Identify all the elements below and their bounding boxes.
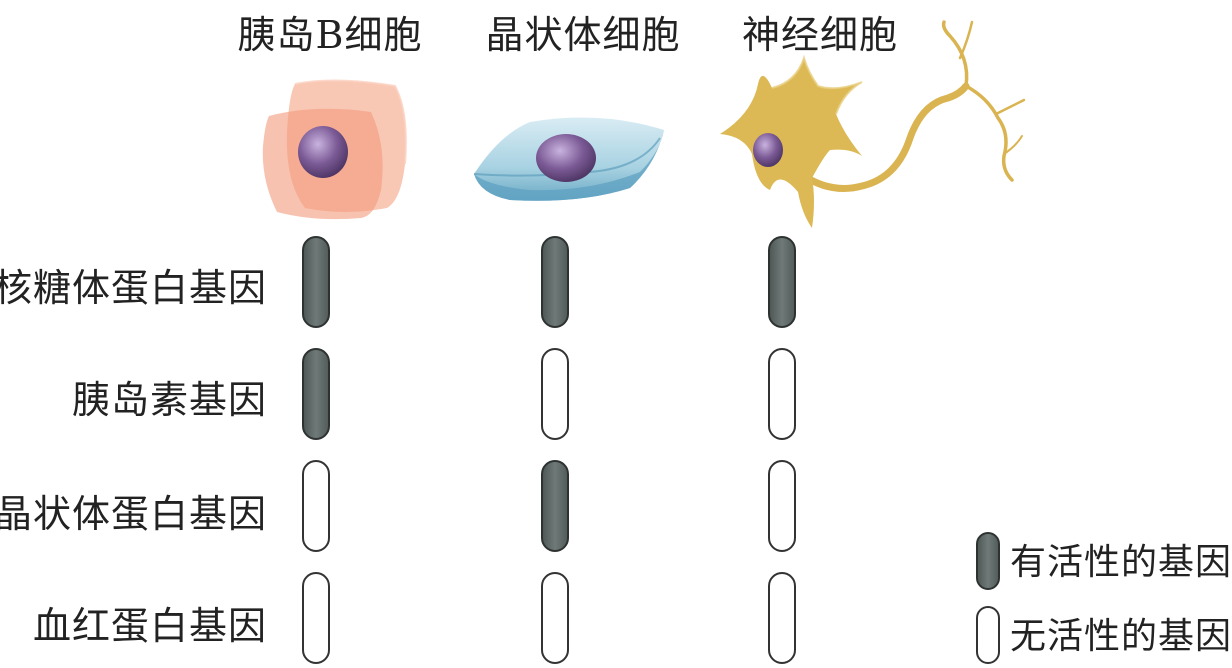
column-title-islet-b-cell: 胰岛B细胞 <box>238 16 423 54</box>
gene-active-c1-r2 <box>302 348 330 440</box>
gene-inactive-c1-r3 <box>302 460 330 552</box>
row-label-hemoglobin-gene: 血红蛋白基因 <box>33 607 267 645</box>
legend-inactive-gene-swatch <box>976 606 1000 664</box>
nucleus <box>298 126 348 178</box>
nucleus <box>536 134 596 182</box>
gene-inactive-c2-r4 <box>541 572 569 664</box>
lens-cell-illustration <box>470 112 670 208</box>
nerve-cell-illustration <box>712 18 1032 228</box>
gene-inactive-c3-r2 <box>768 348 796 440</box>
islet-b-cell-illustration <box>255 72 415 222</box>
row-label-insulin-gene: 胰岛素基因 <box>72 381 267 419</box>
row-label-ribosomal-protein-gene: 核糖体蛋白基因 <box>0 269 267 307</box>
gene-active-c2-r1 <box>541 236 569 328</box>
column-title-lens-cell: 晶状体细胞 <box>485 16 680 54</box>
gene-active-c3-r1 <box>768 236 796 328</box>
gene-active-c1-r1 <box>302 236 330 328</box>
legend-inactive-label: 无活性的基因 <box>1010 619 1232 655</box>
row-label-crystallin-gene: 晶状体蛋白基因 <box>0 495 267 533</box>
legend-active-label: 有活性的基因 <box>1010 545 1232 581</box>
legend-active-gene-swatch <box>976 532 1000 590</box>
nucleus <box>753 133 783 167</box>
gene-inactive-c1-r4 <box>302 572 330 664</box>
gene-inactive-c3-r3 <box>768 460 796 552</box>
gene-active-c2-r3 <box>541 460 569 552</box>
gene-inactive-c3-r4 <box>768 572 796 664</box>
gene-inactive-c2-r2 <box>541 348 569 440</box>
